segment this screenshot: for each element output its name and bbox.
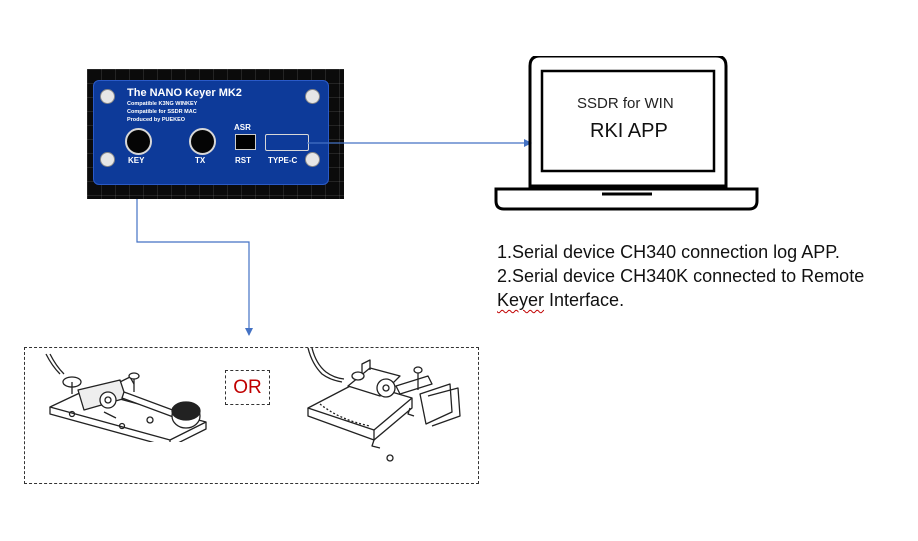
screw-icon [100,152,115,167]
paddle-key-icon [307,347,461,462]
device-producer: Produced by PUEKEO [127,117,186,123]
device-compat-line1: Compatible K3NG WINKEY [127,101,198,107]
description-keyer-word: Keyer [497,290,545,310]
screw-icon [305,89,320,104]
key-jack-icon [125,128,152,155]
port-label-rst: RST [235,156,251,165]
tx-jack-icon [189,128,216,155]
asr-rst-switch-icon [235,134,256,150]
laptop-icon [494,56,759,211]
port-label-tx: TX [195,156,206,165]
screw-icon [305,152,320,167]
straight-key-icon [45,353,207,442]
description-line-3: Keyer Interface. [497,288,624,312]
port-label-key: KEY [128,156,145,165]
screw-icon [100,89,115,104]
or-label: OR [225,370,270,405]
port-label-asr: ASR [234,123,251,132]
key-to-paddle-arrow [136,199,253,336]
description-line-1: 1.Serial device CH340 connection log APP… [497,242,840,262]
laptop-line-2: RKI APP [590,120,668,142]
port-label-type-c: TYPE-C [268,156,298,165]
description-line-3-rest: Interface. [544,290,625,310]
paddle-options-box [24,347,479,484]
device-compat-line2: Compatible for SSDR MAC [127,109,197,115]
laptop-line-1: SSDR for WIN [577,95,674,112]
device-title: The NANO Keyer MK2 [127,87,242,99]
description-line-2: 2.Serial device CH340K connected to Remo… [497,266,865,286]
